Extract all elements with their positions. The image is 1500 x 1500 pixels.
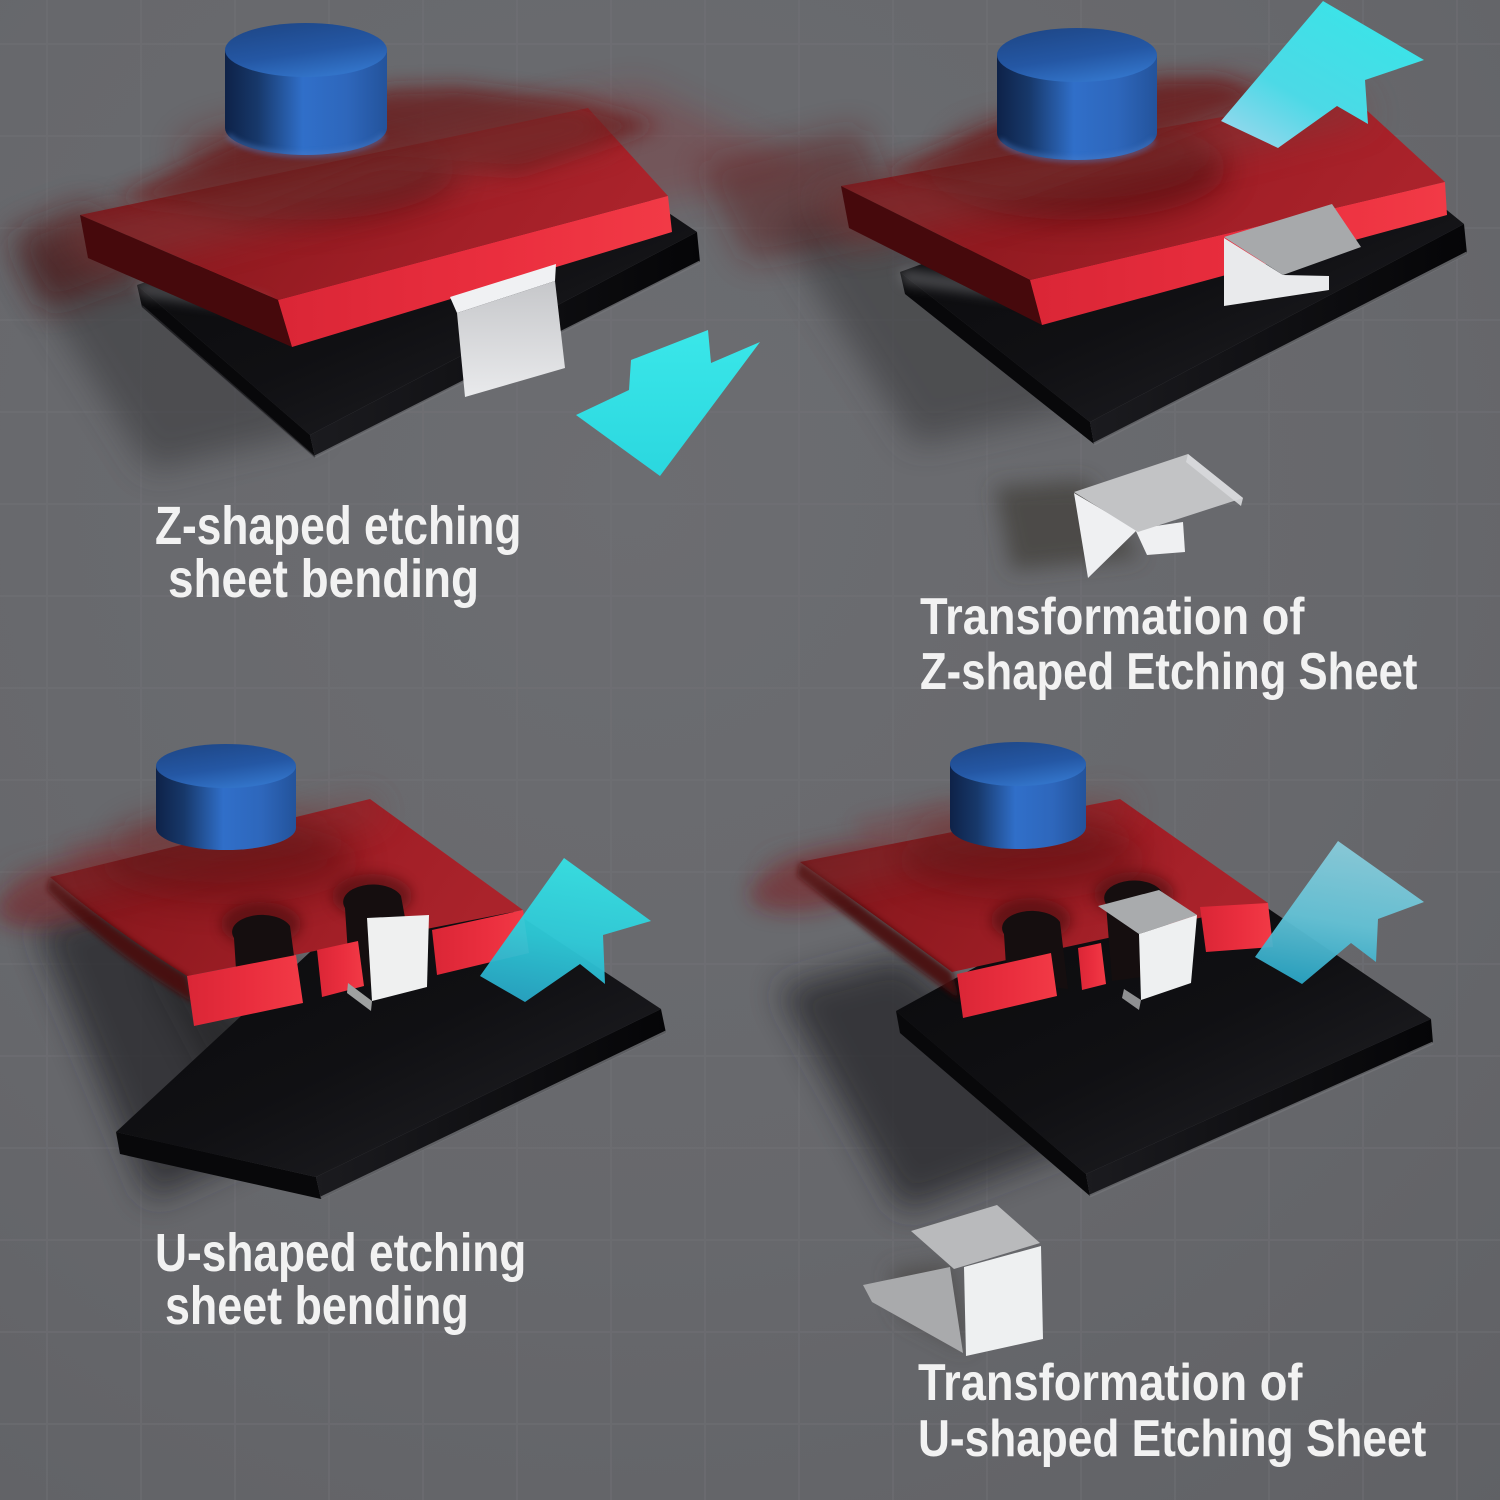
svg-text:Z-shaped Etching Sheet: Z-shaped Etching Sheet: [920, 644, 1417, 701]
svg-text:sheet bending: sheet bending: [168, 549, 479, 609]
svg-text:sheet bending: sheet bending: [165, 1275, 469, 1336]
svg-text:U-shaped Etching Sheet: U-shaped Etching Sheet: [918, 1410, 1426, 1468]
svg-text:U-shaped etching: U-shaped etching: [155, 1223, 526, 1283]
svg-text:Transformation of: Transformation of: [918, 1354, 1303, 1412]
svg-text:Z-shaped etching: Z-shaped etching: [155, 496, 521, 556]
svg-text:Transformation of: Transformation of: [920, 588, 1305, 646]
